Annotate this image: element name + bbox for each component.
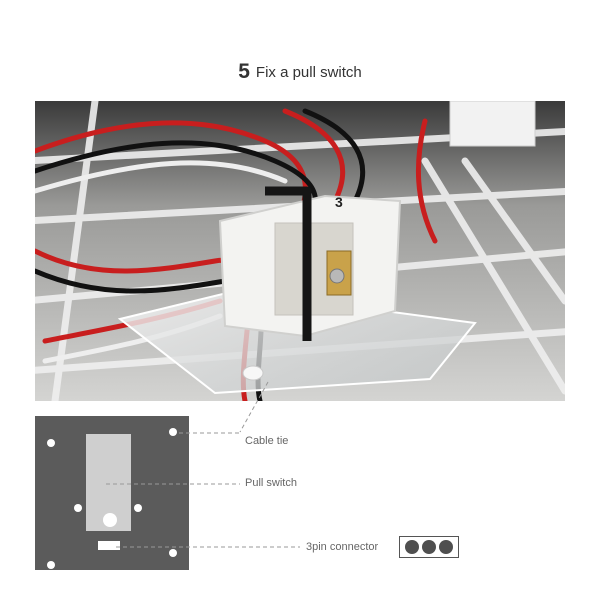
assembly-photo: 3 bbox=[35, 101, 565, 401]
switch-number: 3 bbox=[335, 194, 343, 210]
connector-slot bbox=[98, 541, 120, 550]
mounting-hole bbox=[47, 561, 55, 569]
pull-switch-outline bbox=[86, 434, 131, 531]
assembly-photo-illustration: 3 bbox=[35, 101, 565, 401]
label-3pin-connector: 3pin connector bbox=[306, 541, 379, 553]
connector-pin bbox=[405, 540, 419, 554]
label-cable-tie: Cable tie bbox=[245, 435, 289, 447]
connector-pin-diagram bbox=[399, 536, 459, 558]
step-title: 5 Fix a pull switch bbox=[0, 60, 600, 84]
cable-tie-hole bbox=[169, 428, 177, 436]
connector-pin bbox=[422, 540, 436, 554]
step-title-text: Fix a pull switch bbox=[255, 64, 362, 81]
step-number: 5 bbox=[238, 60, 250, 83]
mounting-hole bbox=[134, 504, 142, 512]
label-pull-switch: Pull switch bbox=[245, 477, 297, 489]
connector-pin bbox=[439, 540, 453, 554]
mounting-hole bbox=[169, 549, 177, 557]
mounting-hole bbox=[47, 439, 55, 447]
mounting-plate bbox=[35, 416, 189, 570]
pull-switch-hole bbox=[103, 513, 117, 527]
mounting-hole bbox=[74, 504, 82, 512]
